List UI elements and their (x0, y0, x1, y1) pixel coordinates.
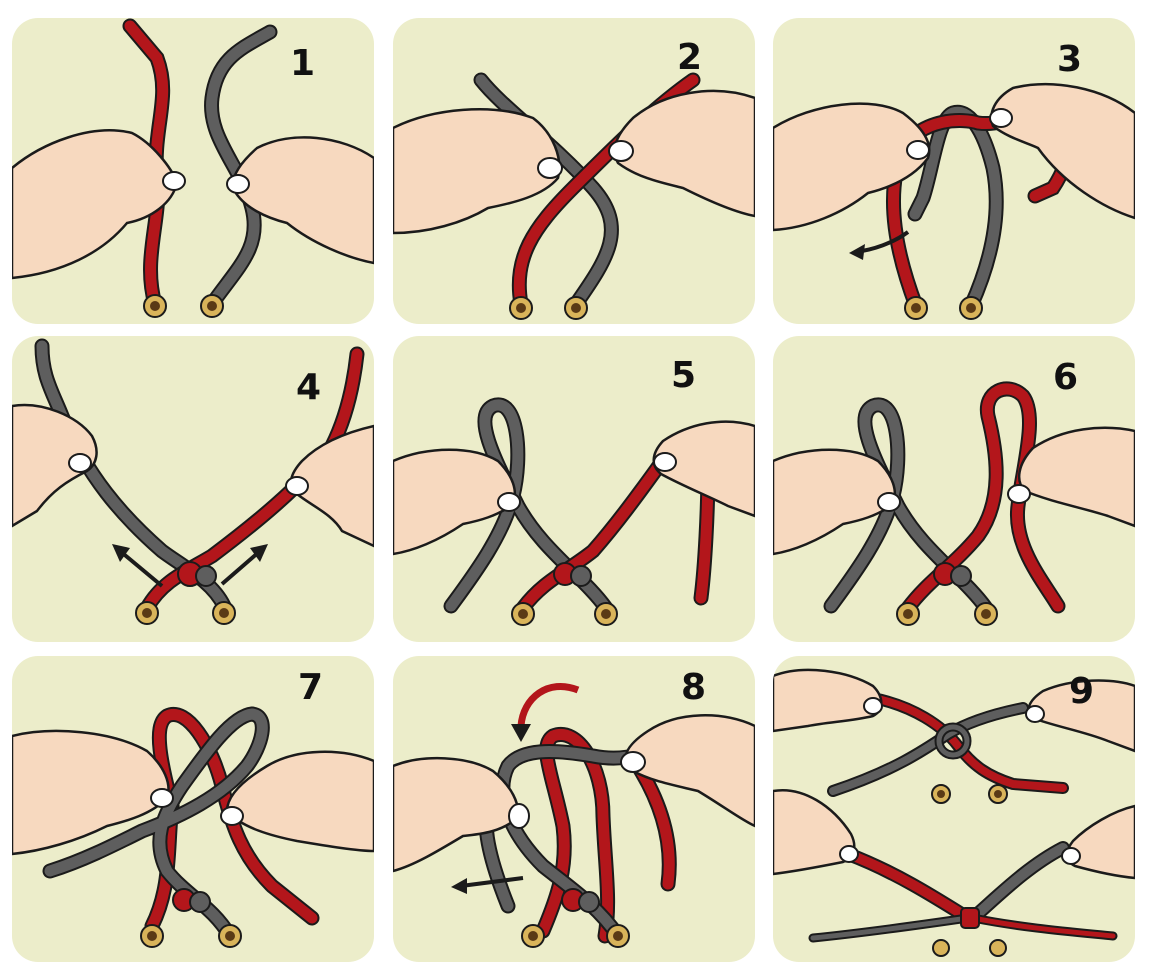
eyelet-right (219, 925, 241, 947)
knot (934, 563, 971, 586)
knot (173, 889, 210, 912)
eyelet-right (975, 603, 997, 625)
upper-left-hand (773, 670, 882, 731)
step-number: 8 (681, 670, 706, 706)
knot (562, 889, 599, 912)
step-7-panel: 7 (12, 656, 374, 962)
step-4-panel: 4 (12, 336, 374, 642)
step-9-panel: 9 (773, 656, 1135, 962)
eyelet-left (136, 602, 158, 624)
eyelet-left (144, 295, 166, 317)
eyelet-right (607, 925, 629, 947)
step-5-panel: 5 (393, 336, 755, 642)
lower-right-hand (1062, 806, 1135, 878)
step-3-panel: 3 (773, 18, 1135, 324)
right-hand (609, 91, 755, 216)
step-number: 5 (671, 358, 696, 394)
eyelet-right (565, 297, 587, 319)
left-hand (393, 109, 562, 233)
step-number: 3 (1057, 42, 1082, 78)
right-hand (286, 426, 374, 546)
step-8-panel: 8 (393, 656, 755, 962)
eyelet-left (512, 603, 534, 625)
step-1-illustration (12, 18, 374, 324)
step-number: 9 (1069, 674, 1094, 710)
lower-eyelets (933, 940, 1006, 956)
step-6-panel: 6 (773, 336, 1135, 642)
lower-left-hand (773, 790, 858, 874)
step-6-illustration (773, 336, 1135, 642)
step-number: 4 (296, 370, 321, 406)
step-number: 6 (1053, 360, 1078, 396)
eyelet-left (510, 297, 532, 319)
step-number: 1 (290, 46, 315, 82)
arrow-left-icon (451, 878, 523, 894)
step-5-illustration (393, 336, 755, 642)
right-hand (621, 715, 755, 826)
step-1-panel: 1 (12, 18, 374, 324)
left-hand (12, 405, 97, 526)
step-2-panel: 2 (393, 18, 755, 324)
step-number: 7 (298, 670, 323, 706)
eyelet-right (213, 602, 235, 624)
eyelet-right (595, 603, 617, 625)
red-lace-loop (908, 389, 1058, 608)
eyelet-left (905, 297, 927, 319)
eyelet-left (897, 603, 919, 625)
upper-eyelets (932, 785, 1007, 803)
right-hand (990, 84, 1135, 218)
step-number: 2 (677, 40, 702, 76)
eyelet-left (522, 925, 544, 947)
eyelet-right (201, 295, 223, 317)
knot (554, 563, 591, 586)
eyelet-left (141, 925, 163, 947)
eyelet-right (960, 297, 982, 319)
left-hand (773, 104, 929, 230)
